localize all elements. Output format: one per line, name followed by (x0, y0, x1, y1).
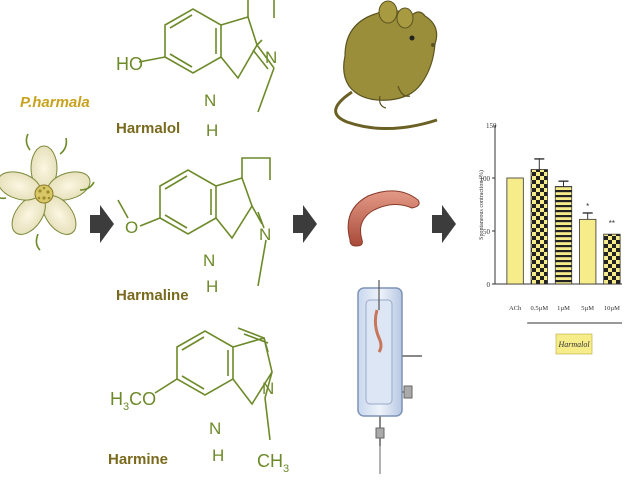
harmine-name: Harmine (108, 451, 168, 468)
y-axis-label: Spontaneous contraction (%) (478, 170, 485, 240)
harmine-nh-h: H (212, 446, 224, 465)
significance-marker: * (586, 202, 589, 211)
harmalol-name: Harmalol (116, 120, 180, 137)
y-tick-label: 50 (483, 228, 491, 236)
rat-icon (334, 0, 438, 130)
harmalol-nh-h: H (206, 121, 218, 140)
x-tick-label: 1µM (557, 305, 570, 312)
harmalol-substituent: HO (116, 54, 143, 74)
x-tick-label: 0.5µM (530, 305, 548, 312)
flower-icon (0, 133, 95, 251)
harmaline-nh-n: N (203, 251, 215, 270)
harmalol-structure (138, 0, 275, 113)
significance-marker: ** (609, 219, 615, 228)
y-top-label: 150 (486, 122, 497, 130)
harmaline-substituent: O (125, 218, 138, 237)
harmaline-name: Harmaline (116, 287, 189, 304)
harmalol-nh-n: N (204, 91, 216, 110)
bar (603, 233, 621, 285)
bar (506, 177, 524, 285)
plant-name: P.harmala (20, 94, 90, 111)
bar (579, 218, 597, 285)
harmine-structure (154, 327, 273, 441)
harmine-nh-n: N (209, 419, 221, 438)
harmaline-nh-h: H (206, 277, 218, 296)
x-tick-label: ACh (509, 305, 522, 312)
y-tick-label: 0 (487, 281, 491, 289)
group-label-box (555, 333, 593, 355)
bar (530, 169, 548, 285)
harmaline-ring-n: N (259, 225, 271, 244)
organ-bath-icon (357, 280, 422, 474)
arrow-right-icon (432, 205, 456, 243)
harmine-ring-n: N (262, 379, 274, 398)
y-tick-label: 100 (480, 175, 491, 183)
bar (554, 186, 573, 285)
arrow-right-icon (90, 205, 114, 243)
group-label: Harmalol (557, 340, 590, 349)
harmalol-ring-n: N (265, 48, 277, 67)
harmine-substituent: H3CO (110, 389, 156, 413)
arrow-right-icon (293, 205, 317, 243)
harmine-methyl: CH3 (257, 451, 289, 475)
x-tick-label: 5µM (581, 305, 594, 312)
x-tick-label: 10µM (604, 305, 620, 312)
harmaline-structure (117, 157, 271, 287)
intestine-icon (347, 190, 420, 247)
